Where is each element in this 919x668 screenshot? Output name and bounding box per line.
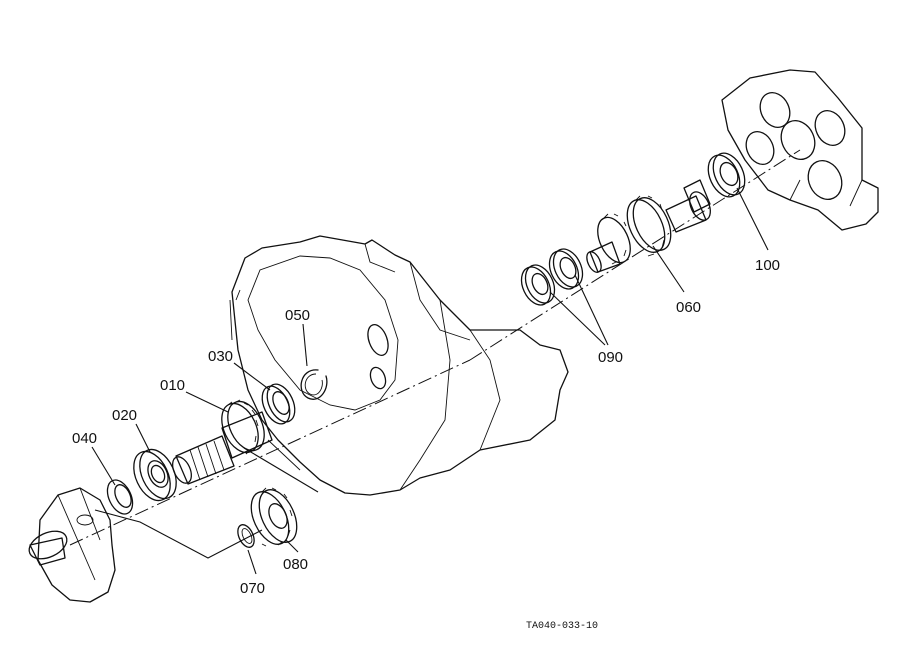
part-070-snap-ring: [237, 524, 255, 548]
label-040: 040: [72, 430, 97, 447]
part-080-gear: [250, 487, 298, 547]
part-090-bearings: [520, 248, 584, 306]
part-060-countershaft-gear: [586, 179, 711, 273]
label-080: 080: [283, 556, 308, 573]
shaft-axis-line: [69, 149, 801, 546]
part-040-oil-seal: [106, 479, 134, 515]
part-100-bearing: [707, 152, 746, 198]
label-060: 060: [676, 299, 701, 316]
label-020: 020: [112, 407, 137, 424]
drawing-code: TA040-033-10: [526, 621, 598, 632]
part-labels: 040 020 010 030 050 090 060 100 070 080: [72, 257, 780, 597]
axis-offset-lines: [94, 447, 319, 559]
rear-cover-plate: [721, 69, 879, 231]
label-090: 090: [598, 349, 623, 366]
part-030-bearing: [261, 383, 296, 425]
label-010: 010: [160, 377, 185, 394]
front-flange-housing: [28, 487, 116, 603]
label-070: 070: [240, 580, 265, 597]
label-100: 100: [755, 257, 780, 274]
label-030: 030: [208, 348, 233, 365]
part-050-snap-ring: [300, 369, 328, 400]
label-050: 050: [285, 307, 310, 324]
transmission-case: [229, 235, 569, 496]
leader-lines: [91, 187, 769, 575]
